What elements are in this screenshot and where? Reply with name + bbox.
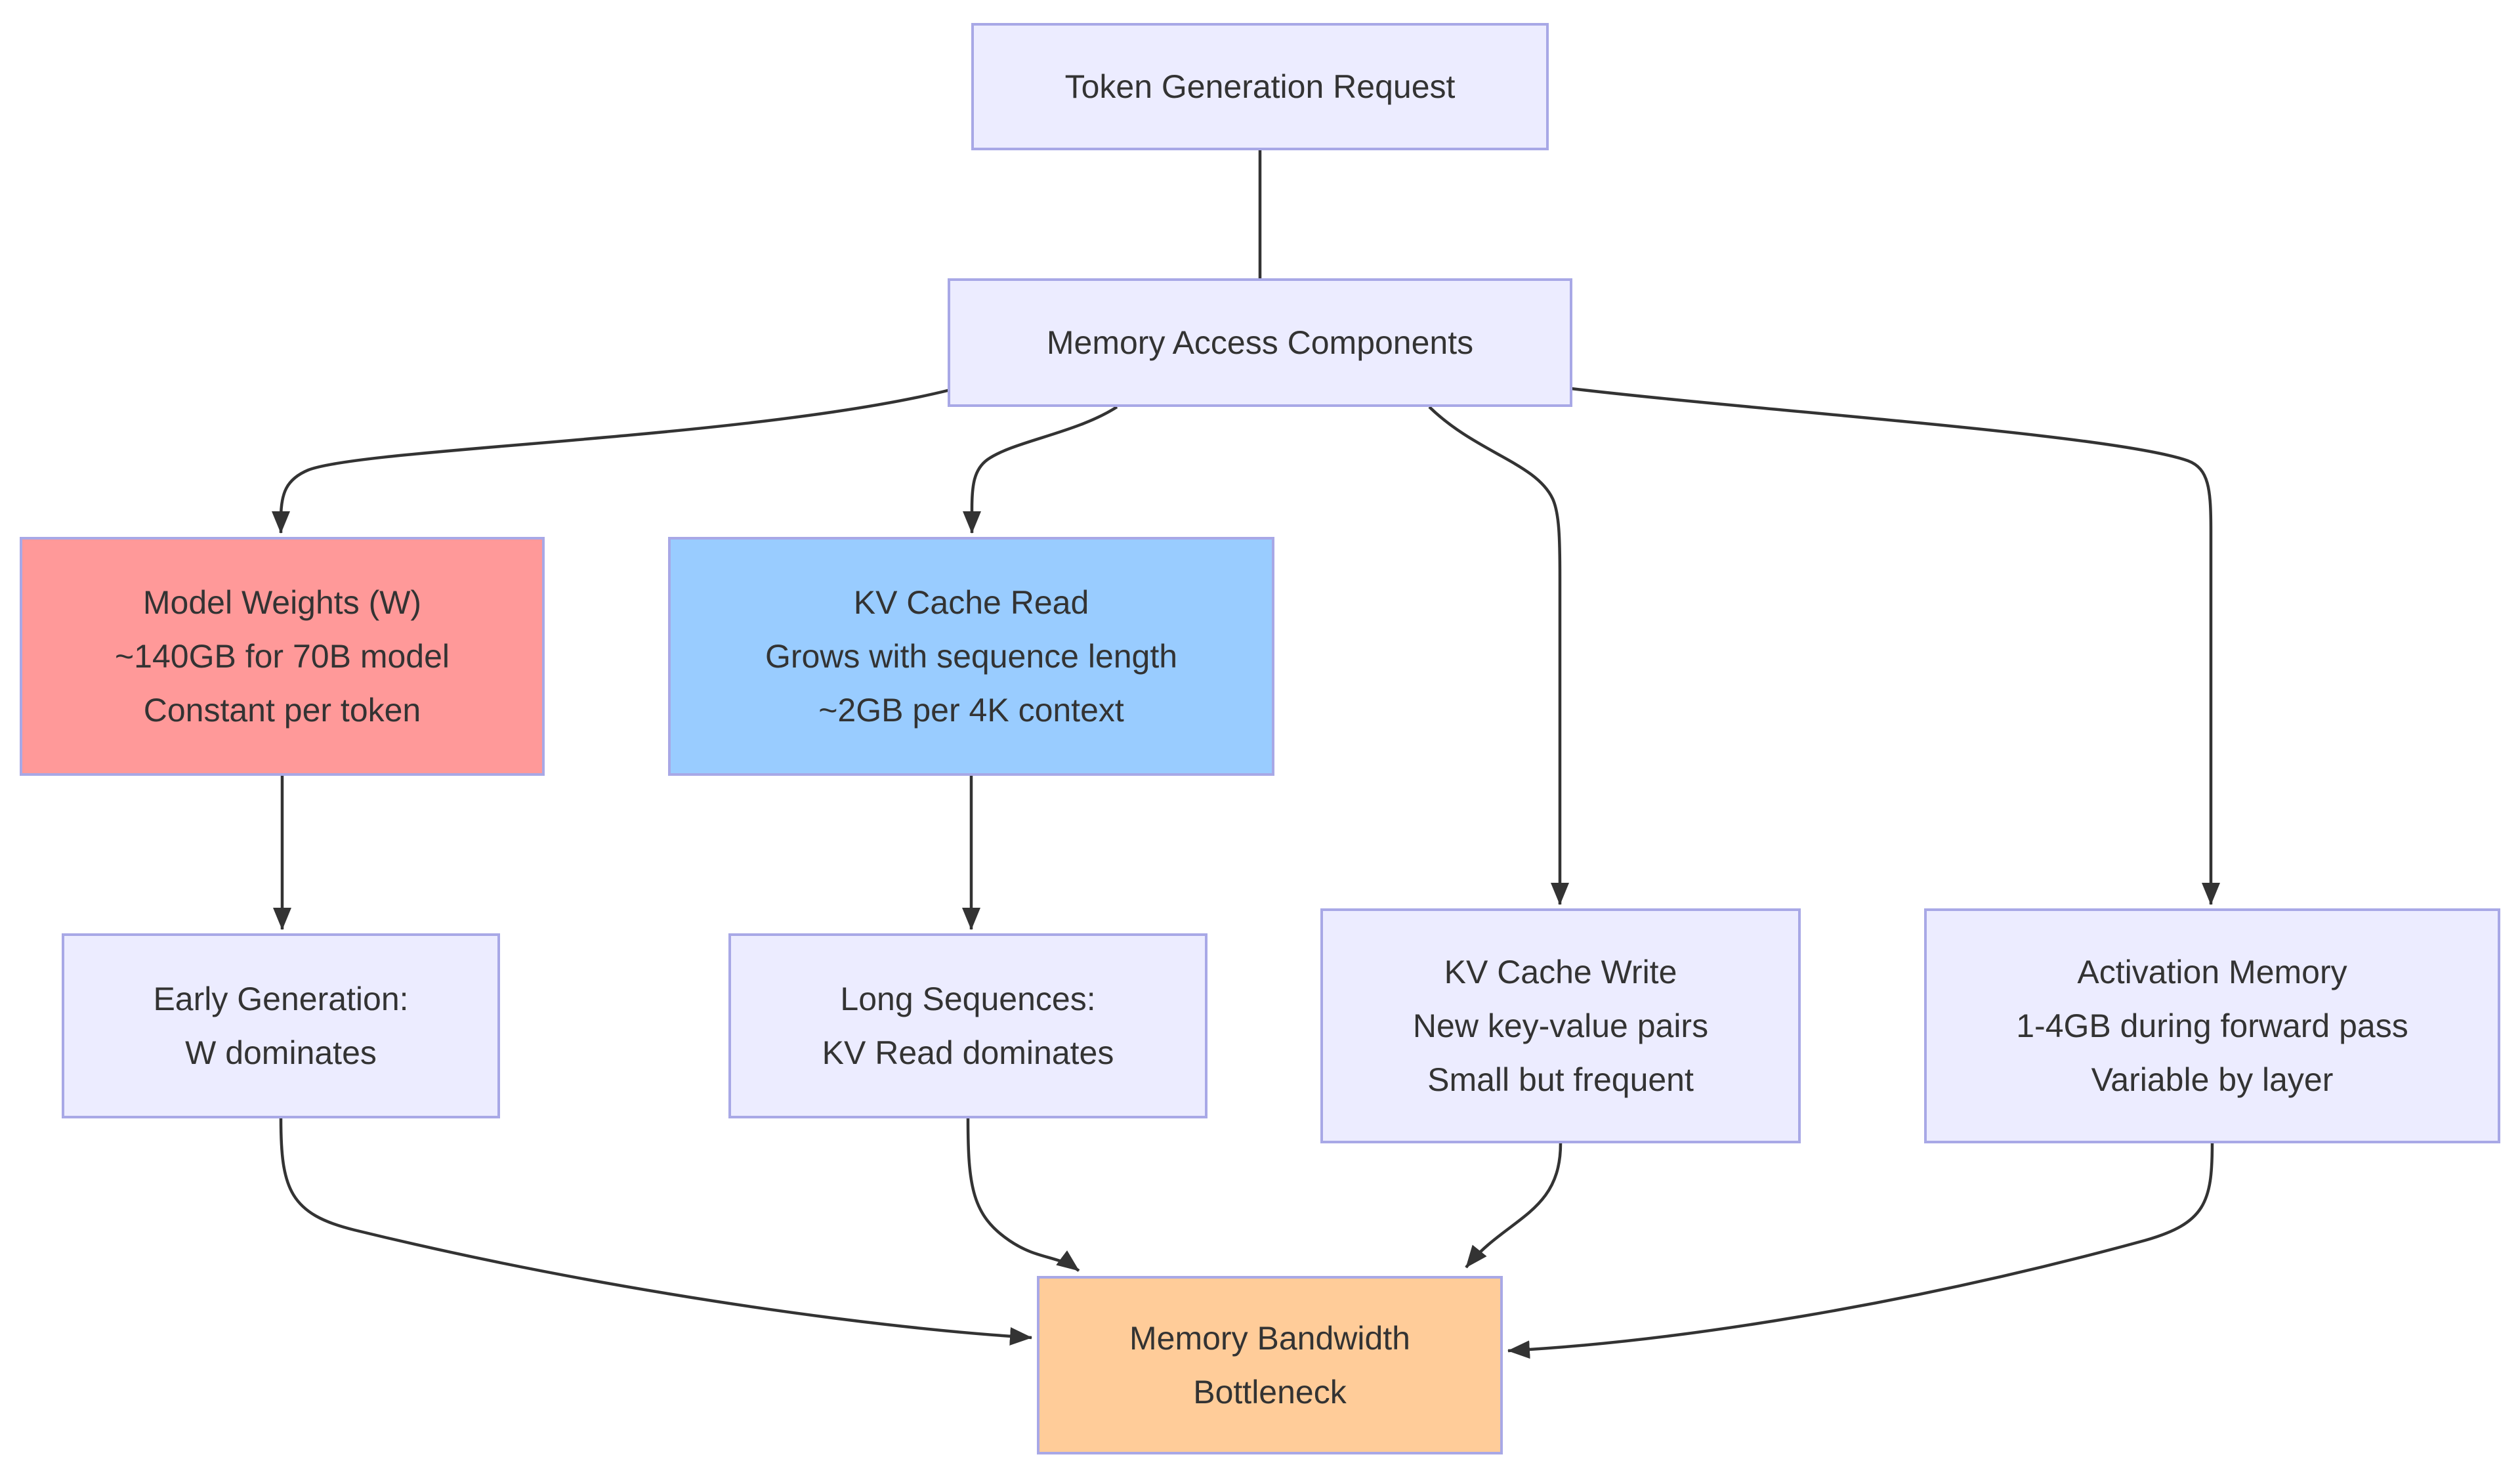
- node-label-line: KV Cache Read: [853, 584, 1089, 621]
- edge-mac-to-kv-cache-read: [963, 406, 1118, 534]
- edge-kv-cache-write-to-bottleneck: [1465, 1143, 1563, 1269]
- node-token-generation-request: Token Generation Request: [971, 23, 1549, 150]
- node-early-generation: Early Generation: W dominates: [62, 933, 500, 1118]
- edge-mac-to-model-weights: [272, 388, 951, 534]
- node-label-line: Memory Bandwidth: [1129, 1320, 1410, 1357]
- edge-mac-to-activation-memory: [1570, 387, 2220, 905]
- node-memory-access-components: Memory Access Components: [948, 278, 1572, 407]
- node-label-line: Activation Memory: [2077, 954, 2347, 990]
- node-label-line: Variable by layer: [2091, 1061, 2334, 1098]
- node-long-sequences: Long Sequences: KV Read dominates: [728, 933, 1208, 1118]
- edge-long-sequences-to-bottleneck: [966, 1118, 1080, 1272]
- node-label-line: ~2GB per 4K context: [818, 692, 1124, 729]
- node-label-line: Small but frequent: [1427, 1061, 1694, 1098]
- node-label-line: New key-value pairs: [1412, 1007, 1709, 1044]
- node-label-line: Memory Access Components: [1046, 324, 1474, 361]
- node-label-line: Token Generation Request: [1064, 68, 1456, 105]
- node-label-line: 1-4GB during forward pass: [2016, 1007, 2408, 1044]
- node-label-line: Model Weights (W): [142, 584, 422, 621]
- edge-mac-to-kv-cache-write: [1428, 406, 1569, 905]
- node-label-line: ~140GB for 70B model: [114, 638, 450, 675]
- node-label-line: Early Generation:: [153, 981, 409, 1017]
- node-kv-cache-read: KV Cache Read Grows with sequence length…: [668, 537, 1274, 776]
- node-kv-cache-write: KV Cache Write New key-value pairs Small…: [1320, 908, 1801, 1143]
- node-memory-bandwidth-bottleneck: Memory Bandwidth Bottleneck: [1037, 1276, 1503, 1454]
- node-label-line: KV Cache Write: [1444, 954, 1677, 990]
- node-label-line: Bottleneck: [1193, 1374, 1347, 1410]
- node-label-line: KV Read dominates: [822, 1034, 1114, 1071]
- node-label-line: W dominates: [185, 1034, 377, 1071]
- node-label-line: Constant per token: [143, 692, 421, 729]
- edge-early-generation-to-bottleneck: [279, 1118, 1032, 1346]
- edge-activation-memory-to-bottleneck: [1507, 1143, 2214, 1359]
- node-model-weights: Model Weights (W) ~140GB for 70B model C…: [20, 537, 545, 776]
- node-label-line: Long Sequences:: [840, 981, 1096, 1017]
- node-activation-memory: Activation Memory 1-4GB during forward p…: [1924, 908, 2500, 1143]
- node-label-line: Grows with sequence length: [765, 638, 1178, 675]
